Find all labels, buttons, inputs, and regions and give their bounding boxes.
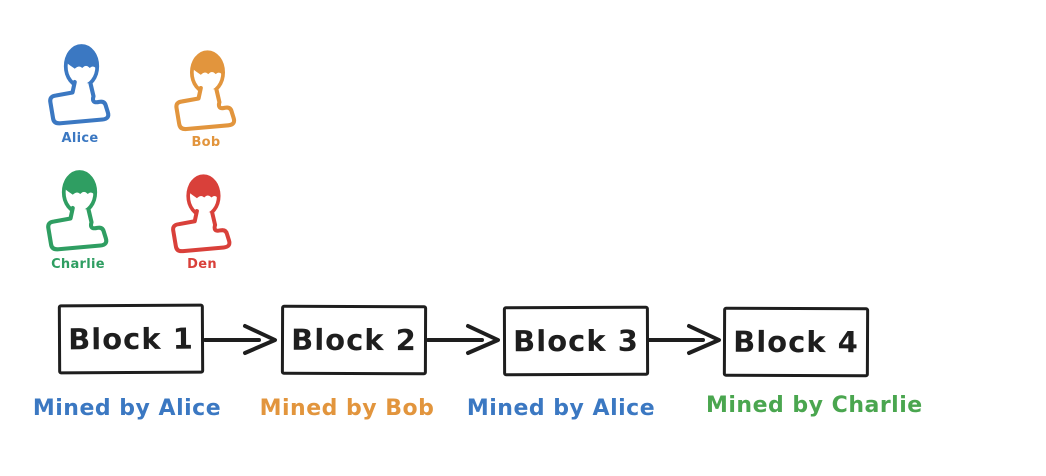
person-name-label: Den (187, 257, 217, 272)
block-label: Block 2 (291, 322, 417, 358)
person-bust-icon (174, 50, 237, 132)
person-bust-icon (48, 44, 111, 126)
arrow-right-icon (426, 324, 500, 355)
person-den: Den (156, 174, 248, 272)
person-name-label: Alice (61, 131, 99, 146)
person-bust-icon (46, 170, 109, 252)
block-3: Block 3 (502, 305, 650, 377)
miner-caption-block-2: Mined by Bob (259, 396, 435, 421)
block-label: Block 1 (68, 321, 194, 357)
person-name-label: Charlie (51, 257, 105, 272)
arrow-right-icon (203, 324, 277, 355)
block-4: Block 4 (722, 306, 870, 378)
person-alice: Alice (34, 42, 126, 146)
block-1: Block 1 (57, 303, 205, 375)
miner-caption-block-3: Mined by Alice (466, 396, 656, 421)
person-bust-icon (171, 174, 232, 254)
person-charlie: Charlie (32, 168, 124, 272)
person-bob: Bob (160, 50, 252, 150)
miner-caption-block-1: Mined by Alice (32, 396, 222, 421)
arrow-right-icon (647, 324, 721, 355)
person-name-label: Bob (191, 135, 221, 150)
block-label: Block 3 (513, 323, 639, 359)
block-label: Block 4 (733, 324, 859, 360)
block-2: Block 2 (280, 304, 428, 376)
miner-caption-block-4: Mined by Charlie (706, 393, 923, 418)
